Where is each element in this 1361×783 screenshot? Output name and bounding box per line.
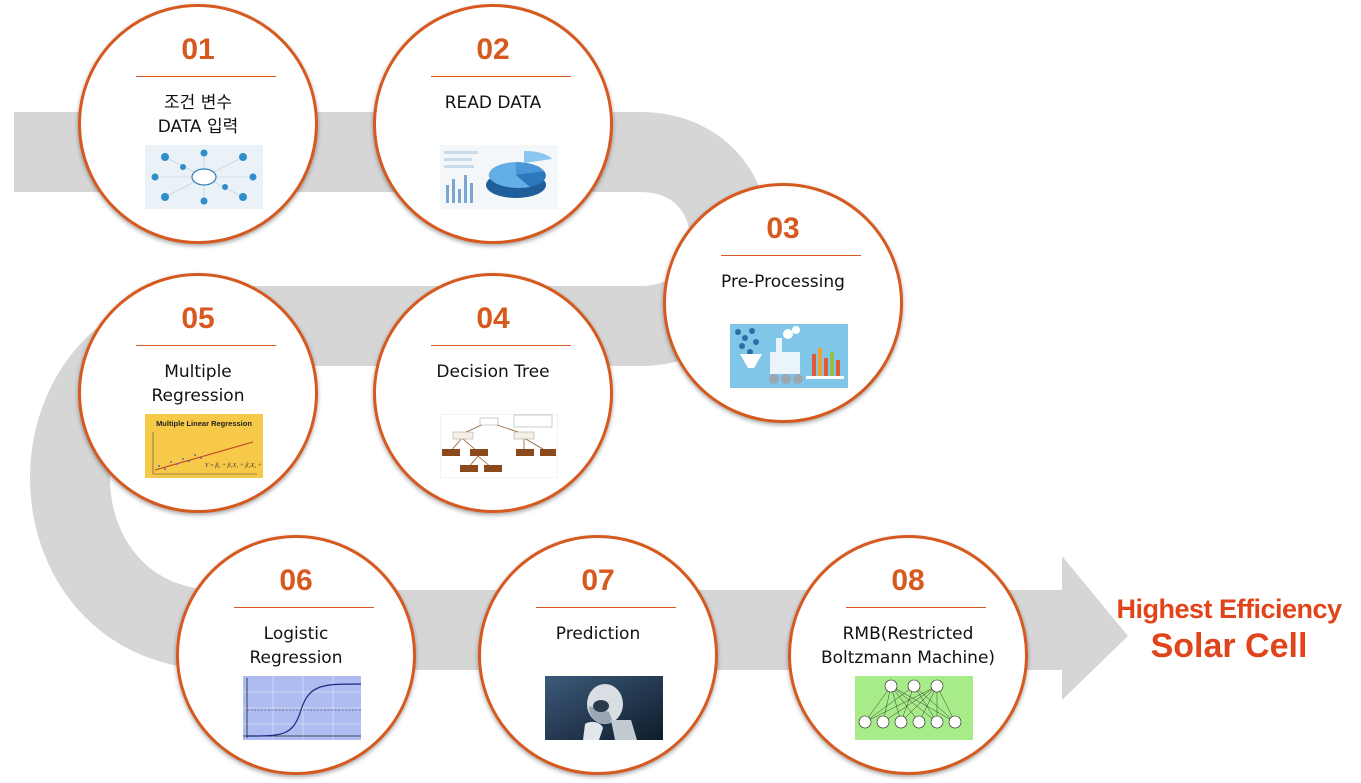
step-07-circle: 07 Prediction [478, 535, 718, 775]
divider [846, 607, 986, 608]
pie-chart-image [440, 145, 558, 209]
step-08-circle: 08 RMB(Restricted Boltzmann Machine) [788, 535, 1028, 775]
divider [136, 76, 276, 77]
divider [234, 607, 374, 608]
result-title: Highest Efficiency Solar Cell [1095, 592, 1361, 666]
step-label: Decision Tree [436, 362, 550, 382]
step-label: Pre-Processing [721, 272, 845, 292]
step-number: 08 [891, 564, 925, 597]
divider [136, 345, 276, 346]
data-network-image [145, 145, 263, 209]
sigmoid-curve-image [243, 676, 361, 740]
rbm-network-image [855, 676, 973, 740]
divider [536, 607, 676, 608]
thumb-title: Multiple Linear Regression [156, 419, 252, 428]
result-line-1: Highest Efficiency [1116, 594, 1342, 624]
step-label: RMB(Restricted Boltzmann Machine) [820, 624, 996, 668]
step-05-circle: 05 Multiple Regression Multiple Linear R… [78, 273, 318, 513]
robot-image [545, 676, 663, 740]
step-label: Multiple Regression [151, 362, 245, 406]
divider [721, 255, 861, 256]
divider [431, 345, 571, 346]
multiple-regression-image: Multiple Linear Regression Y = β₀ + β₁X₁… [145, 414, 263, 478]
step-number: 07 [581, 564, 615, 597]
step-01-circle: 01 조건 변수 DATA 입력 [78, 4, 318, 244]
step-03-circle: 03 Pre-Processing [663, 183, 903, 423]
step-04-circle: 04 Decision Tree [373, 273, 613, 513]
step-06-circle: 06 Logistic Regression [176, 535, 416, 775]
divider [431, 76, 571, 77]
step-number: 05 [181, 302, 215, 335]
step-label: Prediction [555, 624, 641, 644]
step-number: 02 [476, 33, 510, 66]
result-line-2: Solar Cell [1150, 627, 1308, 665]
step-number: 01 [181, 33, 215, 66]
step-02-circle: 02 READ DATA [373, 4, 613, 244]
svg-text:Y = β₀ + β₁X₁ + β₂X₂ + ···: Y = β₀ + β₁X₁ + β₂X₂ + ··· [205, 463, 263, 469]
step-number: 04 [476, 302, 510, 335]
step-number: 03 [766, 212, 800, 245]
data-factory-image [730, 324, 848, 388]
decision-tree-image [440, 414, 558, 478]
step-number: 06 [279, 564, 313, 597]
step-label: Logistic Regression [249, 624, 343, 668]
step-label: READ DATA [444, 93, 542, 113]
step-label: 조건 변수 DATA 입력 [157, 93, 239, 137]
